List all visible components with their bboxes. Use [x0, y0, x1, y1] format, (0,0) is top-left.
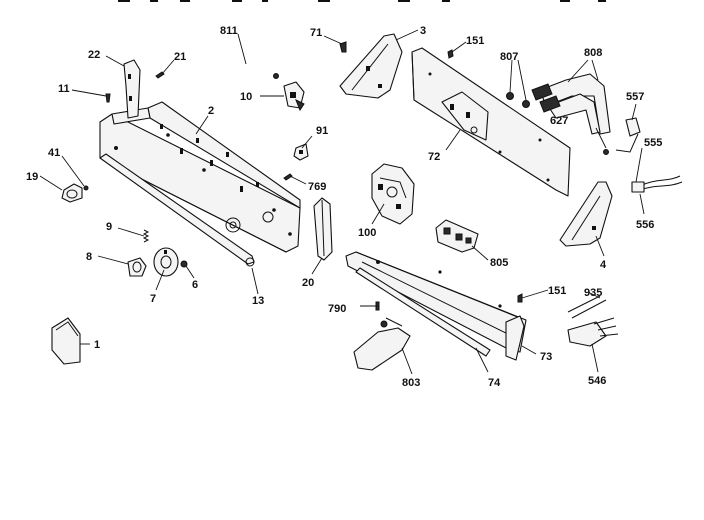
part-556-connector: [631, 181, 645, 193]
label-1: 1: [94, 339, 100, 351]
label-808: 808: [584, 47, 602, 59]
part-935-wire: [567, 295, 607, 319]
label-2: 2: [208, 105, 214, 117]
part-811-hose: [231, 66, 279, 79]
part-6-nut: [180, 260, 188, 268]
label-3: 3: [420, 25, 426, 37]
label-20: 20: [302, 277, 314, 289]
part-72-rear-panel: [411, 47, 571, 197]
label-556: 556: [636, 219, 654, 231]
part-7-dial: [153, 247, 179, 277]
part-769-screw: [283, 173, 293, 181]
label-811: 811: [220, 25, 238, 37]
label-72: 72: [428, 151, 440, 163]
label-807: 807: [500, 51, 518, 63]
top-edge-fragments: [118, 0, 606, 2]
label-935: 935: [584, 287, 602, 299]
part-151-screw-top: [447, 49, 454, 59]
label-627: 627: [550, 115, 568, 127]
part-71-screw: [339, 41, 347, 53]
part-8-knob: [127, 257, 147, 277]
part-151-screw-bottom: [517, 293, 523, 303]
part-100-timer: [371, 163, 415, 225]
part-557-switch: [615, 117, 641, 153]
part-9-spring: [142, 229, 150, 243]
part-13-trim: [99, 153, 255, 267]
label-790: 790: [328, 303, 346, 315]
label-6: 6: [192, 279, 198, 291]
callout-labels: 811 71 3 151 807 808 22 21 11 10 2 557 6…: [26, 25, 662, 389]
label-546: 546: [588, 375, 606, 387]
part-1-literature: [51, 317, 81, 365]
label-73: 73: [540, 351, 552, 363]
part-41-screw: [83, 185, 89, 191]
label-71: 71: [310, 27, 322, 39]
part-22-bracket: [123, 59, 141, 119]
part-91-clip: [293, 143, 309, 161]
label-41: 41: [48, 147, 60, 159]
label-100: 100: [358, 227, 376, 239]
part-73-console: [345, 251, 527, 361]
label-805: 805: [490, 257, 508, 269]
part-74-trim: [355, 267, 491, 357]
part-11-screw: [105, 93, 111, 103]
label-557: 557: [626, 91, 644, 103]
label-91: 91: [316, 125, 328, 137]
label-769: 769: [308, 181, 326, 193]
part-10-switch: [283, 81, 305, 112]
label-151-top: 151: [466, 35, 484, 47]
part-555-harness: [639, 175, 683, 191]
label-74: 74: [488, 377, 501, 389]
label-9: 9: [106, 221, 112, 233]
part-546-harness: [567, 317, 619, 347]
part-3-end-cap: [339, 33, 403, 99]
label-151-bottom: 151: [548, 285, 566, 297]
label-803: 803: [402, 377, 420, 389]
label-21: 21: [174, 51, 186, 63]
label-10: 10: [240, 91, 252, 103]
label-11: 11: [58, 83, 70, 95]
label-7: 7: [150, 293, 156, 305]
label-4: 4: [600, 259, 607, 271]
part-805-switch: [435, 219, 479, 253]
part-807-nuts: [506, 92, 530, 108]
part-4-end-cap: [559, 181, 613, 247]
label-555: 555: [644, 137, 662, 149]
label-13: 13: [252, 295, 264, 307]
part-627-screw: [603, 149, 609, 155]
label-22: 22: [88, 49, 100, 61]
label-19: 19: [26, 171, 38, 183]
part-20-bracket: [313, 197, 333, 261]
leader-lines: [39, 29, 645, 375]
part-808-hoses: [531, 73, 611, 135]
part-803-handle: [353, 317, 411, 371]
part-19-knob: [61, 183, 83, 203]
label-8: 8: [86, 251, 92, 263]
